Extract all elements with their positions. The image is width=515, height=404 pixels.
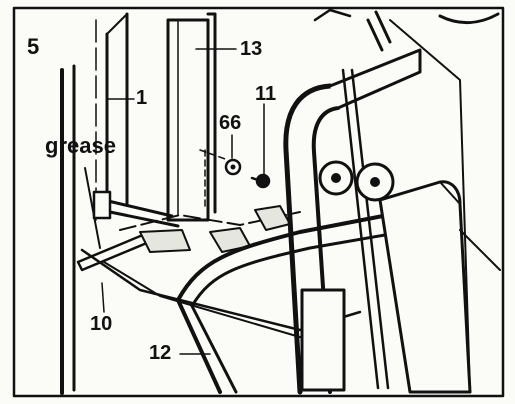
rear-frame xyxy=(389,12,501,393)
callout-part-12: 12 xyxy=(149,342,172,364)
callout-grease: grease xyxy=(45,133,116,158)
callout-part-10: 10 xyxy=(90,313,113,335)
seat-pad xyxy=(378,180,472,394)
upright-tube xyxy=(60,64,76,395)
callout-part-66: 66 xyxy=(219,112,242,134)
callout-part-13: 13 xyxy=(240,38,263,60)
screw-11 xyxy=(250,173,271,189)
seat-post xyxy=(283,48,422,395)
callout-leaders xyxy=(101,48,265,355)
step-number: 5 xyxy=(27,34,40,59)
part-1-upright xyxy=(105,12,129,212)
part-13-column xyxy=(166,12,217,222)
base-track xyxy=(80,149,362,341)
pulley-right xyxy=(355,162,395,202)
cable-upright xyxy=(313,8,392,390)
diagram-border xyxy=(12,6,505,398)
washer-66 xyxy=(224,158,242,176)
callout-part-1: 1 xyxy=(136,87,148,109)
callout-part-11: 11 xyxy=(255,83,277,105)
pulley-left xyxy=(318,160,354,196)
